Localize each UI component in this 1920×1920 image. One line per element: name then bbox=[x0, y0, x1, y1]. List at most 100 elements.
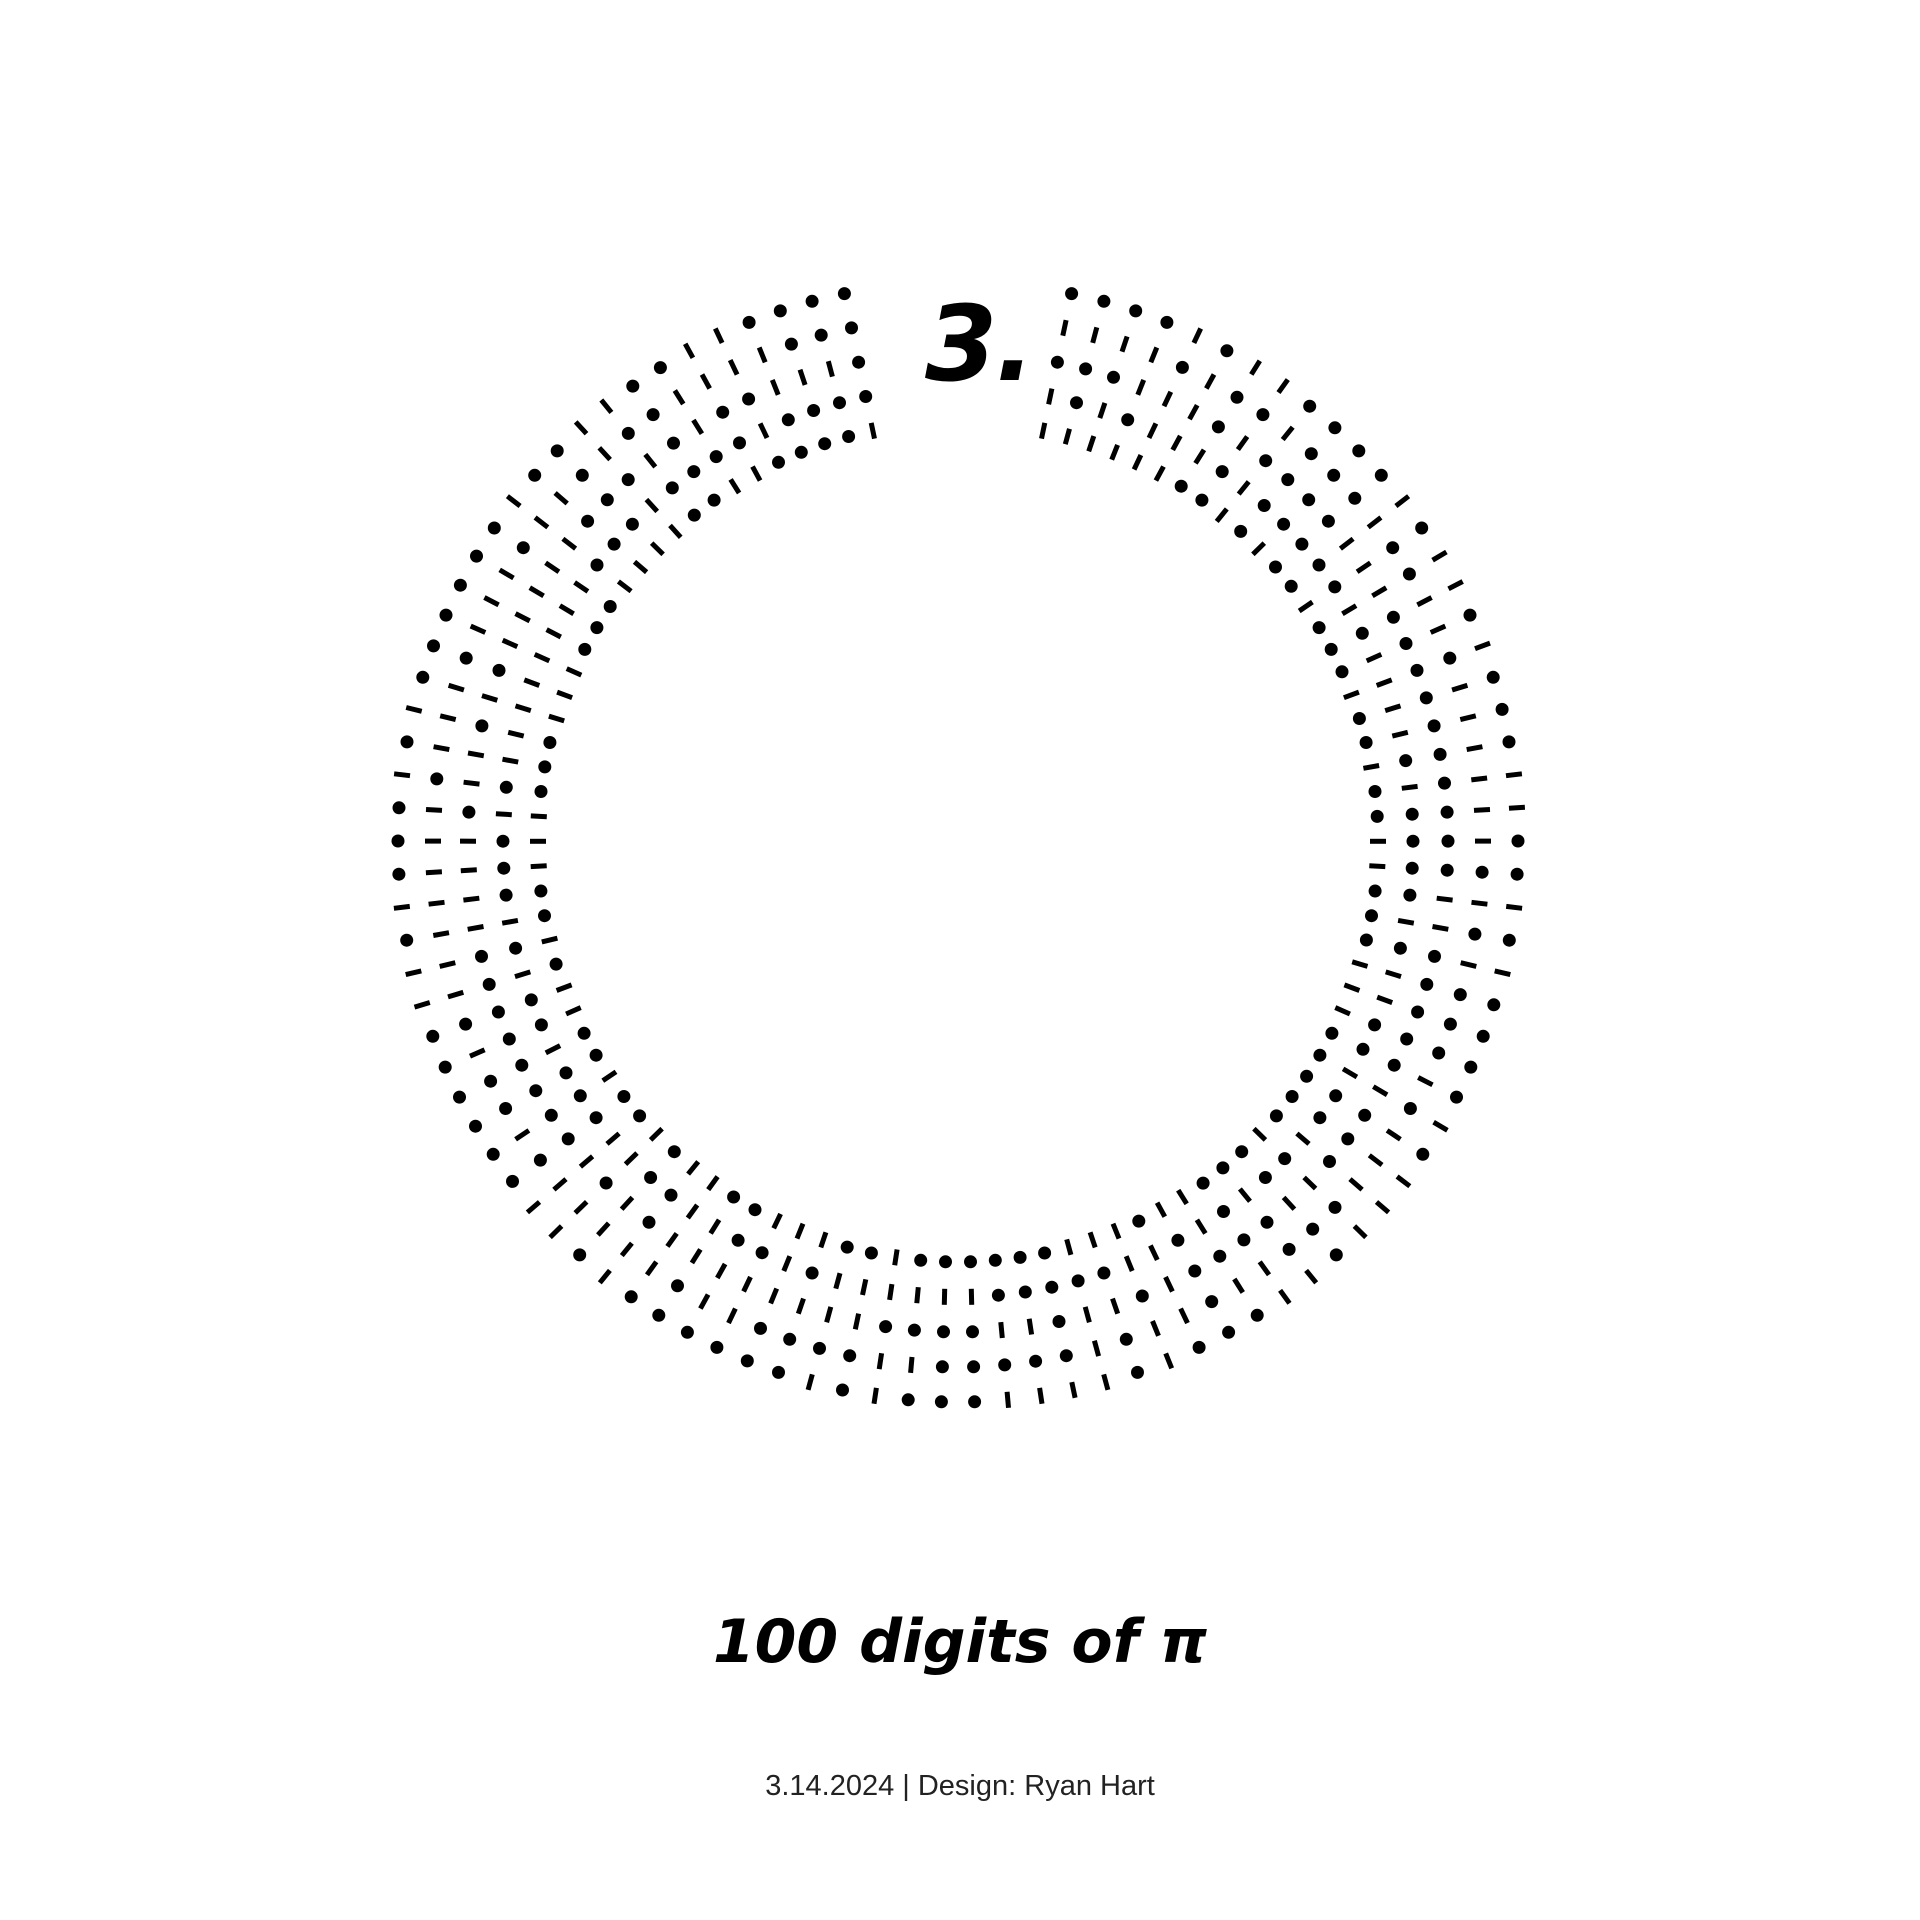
pattern-dot bbox=[462, 805, 476, 819]
pattern-dash bbox=[805, 1373, 815, 1391]
pattern-dot bbox=[538, 760, 552, 774]
pattern-dash bbox=[699, 373, 712, 390]
pattern-dot bbox=[1045, 1280, 1059, 1294]
pattern-dot bbox=[1171, 1233, 1185, 1247]
pattern-dash bbox=[1416, 595, 1433, 608]
pattern-dot bbox=[453, 1090, 466, 1104]
pattern-dot bbox=[1368, 785, 1382, 798]
pattern-dash bbox=[1109, 443, 1120, 461]
pattern-dot bbox=[1475, 865, 1489, 879]
pattern-dot bbox=[652, 1308, 666, 1322]
pattern-dot bbox=[1358, 1108, 1372, 1122]
pattern-dot bbox=[653, 361, 667, 375]
pattern-dash bbox=[1091, 1340, 1102, 1357]
pattern-dot bbox=[1370, 809, 1384, 823]
pattern-dot bbox=[818, 437, 832, 451]
pattern-dash bbox=[852, 1313, 862, 1330]
pattern-dot bbox=[859, 390, 873, 403]
pattern-dash bbox=[1355, 560, 1372, 574]
pattern-dot bbox=[1432, 1046, 1446, 1060]
pattern-dash bbox=[728, 478, 742, 495]
pattern-dot bbox=[1450, 1090, 1463, 1104]
pattern-dash bbox=[908, 1356, 915, 1374]
pattern-dash bbox=[1252, 1126, 1268, 1142]
pattern-dot bbox=[577, 1026, 591, 1040]
pattern-dot bbox=[1237, 1233, 1251, 1247]
pattern-dash bbox=[1135, 378, 1147, 396]
pattern-dot bbox=[967, 1360, 981, 1374]
pattern-dot bbox=[1464, 1060, 1478, 1074]
pattern-dash bbox=[1235, 435, 1250, 452]
pattern-dot bbox=[590, 621, 604, 635]
pattern-dash bbox=[548, 1224, 564, 1240]
artwork-credit: 3.14.2024 | Design: Ryan Hart bbox=[765, 1770, 1155, 1802]
pattern-dot bbox=[1050, 355, 1064, 369]
pattern-dash bbox=[1447, 579, 1464, 592]
pattern-dash bbox=[1082, 1306, 1092, 1323]
pattern-dot bbox=[470, 549, 483, 563]
pattern-dot bbox=[1386, 541, 1400, 555]
pattern-dot bbox=[772, 455, 785, 469]
pattern-dash bbox=[706, 1175, 720, 1192]
pattern-dot bbox=[1295, 537, 1309, 551]
pattern-dot bbox=[814, 328, 828, 342]
pattern-dot bbox=[1257, 499, 1271, 512]
pattern-dash bbox=[1257, 1260, 1272, 1277]
pattern-dot bbox=[755, 1246, 769, 1260]
pattern-dot bbox=[575, 468, 589, 482]
pattern-dot bbox=[968, 1395, 982, 1409]
pattern-dot bbox=[1285, 1090, 1299, 1103]
pattern-dash bbox=[698, 1293, 711, 1310]
pattern-dot bbox=[561, 1132, 575, 1146]
pattern-dash bbox=[425, 807, 443, 813]
pattern-dot bbox=[1468, 927, 1482, 941]
pattern-dot bbox=[475, 949, 488, 963]
pattern-dot bbox=[1222, 1325, 1236, 1339]
pattern-dot bbox=[843, 1349, 857, 1363]
pattern-dot bbox=[646, 408, 660, 422]
pattern-dot bbox=[727, 1190, 741, 1204]
pattern-dash bbox=[1505, 903, 1523, 911]
pattern-dot bbox=[1433, 747, 1447, 761]
pattern-dash bbox=[596, 1221, 611, 1237]
pattern-dash bbox=[467, 924, 484, 932]
pattern-dash bbox=[425, 869, 443, 876]
pattern-dot bbox=[427, 639, 440, 653]
pattern-dash bbox=[1237, 1187, 1252, 1203]
pattern-dash bbox=[1473, 807, 1491, 813]
pattern-dot bbox=[543, 736, 557, 749]
pattern-dot bbox=[1278, 1152, 1292, 1166]
pattern-dot bbox=[589, 1111, 603, 1125]
pattern-dot bbox=[1368, 884, 1382, 898]
pattern-dot bbox=[516, 541, 530, 555]
pattern-dash bbox=[1097, 402, 1108, 419]
pattern-dash bbox=[632, 559, 649, 575]
pattern-dash bbox=[1251, 541, 1267, 557]
pattern-dot bbox=[671, 1279, 684, 1293]
pattern-dash bbox=[1069, 1381, 1078, 1399]
pattern-dash bbox=[599, 398, 614, 414]
pattern-dot bbox=[482, 977, 496, 991]
pattern-dot bbox=[499, 888, 513, 902]
pattern-dash bbox=[665, 1231, 679, 1248]
pattern-dash bbox=[691, 418, 705, 436]
pattern-dot bbox=[805, 294, 819, 308]
pattern-dash bbox=[1236, 480, 1251, 496]
pattern-dot bbox=[1313, 1048, 1327, 1062]
pattern-dot bbox=[1250, 1308, 1264, 1322]
pattern-dot bbox=[1348, 491, 1362, 505]
pattern-dash bbox=[405, 705, 423, 714]
pattern-dot bbox=[1132, 1214, 1146, 1228]
pattern-dash bbox=[768, 1287, 780, 1305]
pattern-dot bbox=[665, 481, 679, 495]
pattern-dash bbox=[795, 1297, 806, 1315]
pattern-dot bbox=[1405, 807, 1419, 821]
pattern-dash bbox=[797, 368, 808, 386]
pattern-dash bbox=[1090, 326, 1100, 344]
pattern-dash bbox=[868, 422, 877, 440]
pattern-dot bbox=[491, 1005, 505, 1019]
pattern-dot bbox=[1304, 447, 1318, 461]
pattern-dash bbox=[1451, 682, 1469, 693]
pattern-dash bbox=[556, 689, 573, 701]
pattern-dot bbox=[748, 1203, 762, 1217]
